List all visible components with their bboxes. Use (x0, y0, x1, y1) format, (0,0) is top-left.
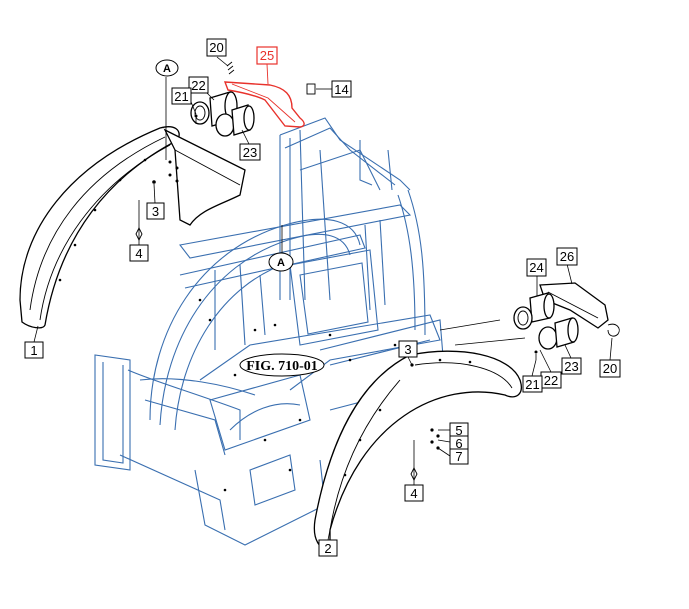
figure-label: FIG. 710-01 (239, 353, 325, 377)
ref-25: 25 (256, 46, 278, 65)
ref-22-right: 22 (540, 371, 562, 389)
ref-23-right-text: 23 (564, 359, 578, 374)
callout-a-top-text: A (163, 63, 171, 75)
cab-frame (94, 117, 446, 546)
ref-21-top-text: 21 (174, 89, 188, 104)
ref-22-top-text: 22 (191, 78, 205, 93)
left-light-housing (163, 128, 246, 226)
callout-a-center-text: A (277, 257, 285, 269)
ref-21-right-text: 21 (525, 377, 539, 392)
ref-3-right: 3 (398, 340, 418, 358)
ref-24-text: 24 (529, 260, 543, 275)
callout-a-center: A (268, 252, 294, 272)
ref-3-left: 3 (146, 202, 165, 220)
ref-3-right-text: 3 (404, 342, 411, 357)
ref-26-text: 26 (560, 249, 574, 264)
ref-21-right: 21 (522, 375, 543, 393)
ref-22-top: 22 (188, 76, 209, 94)
ref-4-right: 4 (404, 484, 424, 502)
right-fender (313, 350, 522, 551)
ref-20-right: 20 (599, 359, 621, 378)
ref-26: 26 (556, 247, 578, 266)
ref-22-right-text: 22 (544, 373, 558, 388)
right-light-assembly (410, 282, 620, 450)
ref-20-top-text: 20 (209, 40, 223, 55)
ref-6-text: 6 (455, 436, 462, 451)
ref-23-top-text: 23 (243, 145, 257, 160)
ref-20-top: 20 (206, 38, 227, 57)
ref-4-left: 4 (129, 244, 149, 262)
ref-2: 2 (318, 539, 338, 557)
part-25-bracket (223, 81, 305, 128)
left-fender (19, 126, 180, 329)
left-light-parts (152, 61, 255, 184)
ref-20-right-text: 20 (603, 361, 617, 376)
ref-7: 7 (449, 448, 469, 465)
ref-4-left-text: 4 (135, 246, 142, 261)
leader-lines (33, 56, 613, 541)
ref-24: 24 (526, 258, 547, 277)
ref-7-text: 7 (455, 449, 462, 464)
ref-21-top: 21 (171, 87, 192, 105)
ref-14-text: 14 (334, 82, 348, 97)
ref-1-text: 1 (30, 343, 37, 358)
ref-14: 14 (331, 80, 352, 98)
ref-4-right-text: 4 (410, 486, 417, 501)
ref-1: 1 (24, 341, 44, 359)
ref-23-top: 23 (239, 143, 261, 161)
ref-2-text: 2 (324, 541, 331, 556)
figure-label-text: FIG. 710-01 (246, 359, 318, 374)
ref-5-text: 5 (455, 423, 462, 438)
ref-23-right: 23 (561, 357, 582, 375)
callout-a-top: A (155, 59, 179, 77)
ref-25-text: 25 (260, 48, 274, 63)
ref-3-left-text: 3 (152, 204, 159, 219)
